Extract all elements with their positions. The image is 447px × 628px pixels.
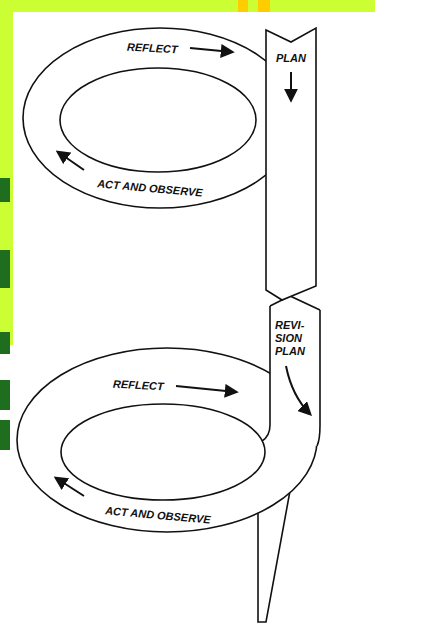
flow-arrow [190, 48, 232, 52]
stage-label: PLAN [276, 52, 306, 65]
background-block [0, 380, 10, 410]
background-strip [0, 0, 13, 345]
flow-arrow [58, 152, 84, 170]
stage-label: REFLECT [112, 377, 163, 393]
band-edge [317, 310, 320, 446]
band-edge [262, 306, 270, 441]
background-block [0, 420, 10, 450]
flow-arrow [176, 386, 236, 392]
background-block [0, 178, 10, 202]
background-block [0, 250, 10, 288]
stage-label: REVI- SION PLAN [275, 319, 315, 358]
flow-arrow [290, 72, 292, 100]
flow-arrow [56, 478, 84, 496]
spiral-loop [23, 28, 297, 208]
background-block [0, 332, 10, 354]
spiral-band [262, 296, 320, 446]
stage-label: REFLECT [126, 40, 177, 56]
background-bar [258, 0, 270, 12]
background-bar [238, 0, 248, 12]
spiral-band [266, 28, 316, 300]
background-bar [0, 0, 375, 12]
flow-arrow [286, 366, 310, 414]
